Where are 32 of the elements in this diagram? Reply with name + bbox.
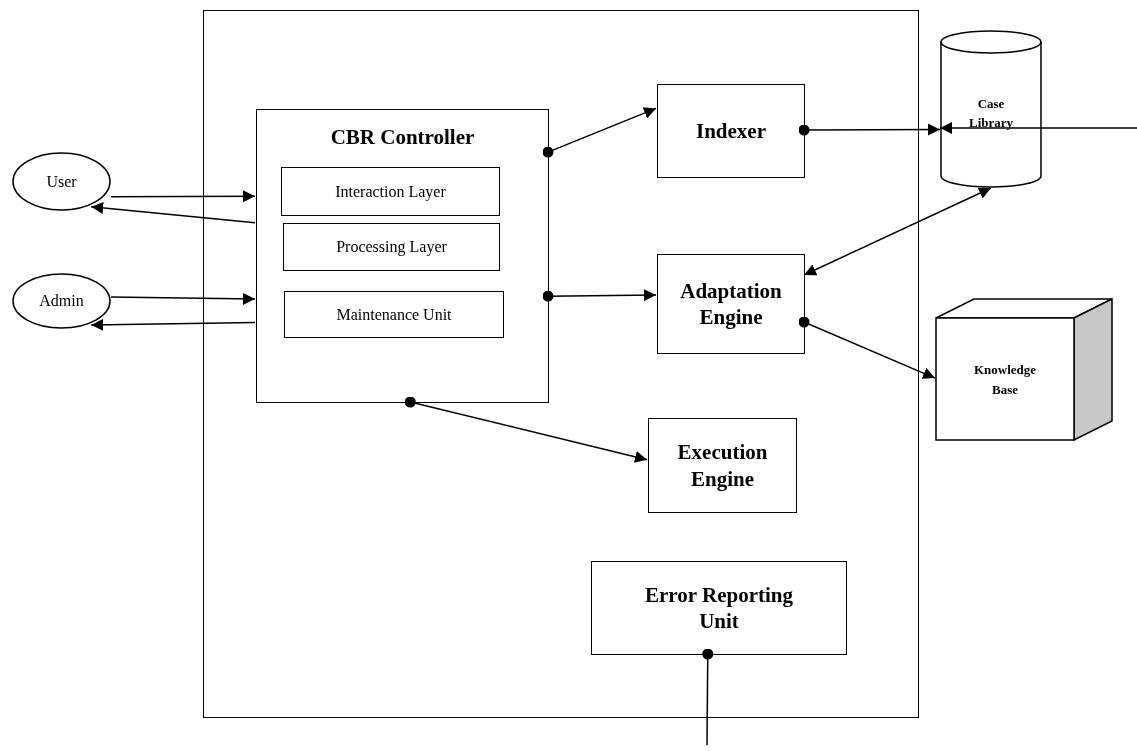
node-label: Interaction Layer — [335, 181, 446, 203]
component-box — [648, 418, 797, 513]
layer-box — [281, 167, 500, 216]
component-box — [657, 84, 805, 178]
node-label: Indexer — [696, 117, 766, 145]
arrow — [542, 289, 657, 302]
system-boundary-box — [203, 10, 919, 718]
node-label: Maintenance Unit — [336, 304, 452, 325]
layer-box — [283, 223, 500, 271]
arrow — [798, 316, 936, 379]
arrow — [542, 107, 657, 158]
component-box — [657, 254, 805, 354]
component-title: CBR Controller — [330, 124, 475, 151]
layer-box — [284, 291, 504, 338]
node-label: Admin — [39, 291, 84, 311]
component-box — [591, 561, 847, 655]
arrow — [939, 121, 1137, 134]
node-label: User — [46, 171, 77, 192]
arrow — [803, 187, 992, 276]
arrow — [90, 318, 256, 331]
node-label: Knowledge Base — [972, 361, 1038, 399]
node-label: Error Reporting Unit — [644, 581, 794, 635]
arrow — [110, 292, 256, 305]
node-label: Adaptation Engine — [679, 277, 783, 331]
node-label: Execution Engine — [676, 439, 769, 492]
arrow — [404, 396, 648, 463]
node-label: Processing Layer — [336, 237, 447, 258]
arrow — [90, 202, 256, 224]
node-label: Case Library — [967, 94, 1015, 132]
controller-box — [256, 109, 549, 403]
arrow — [798, 123, 941, 136]
arrow — [110, 190, 256, 203]
